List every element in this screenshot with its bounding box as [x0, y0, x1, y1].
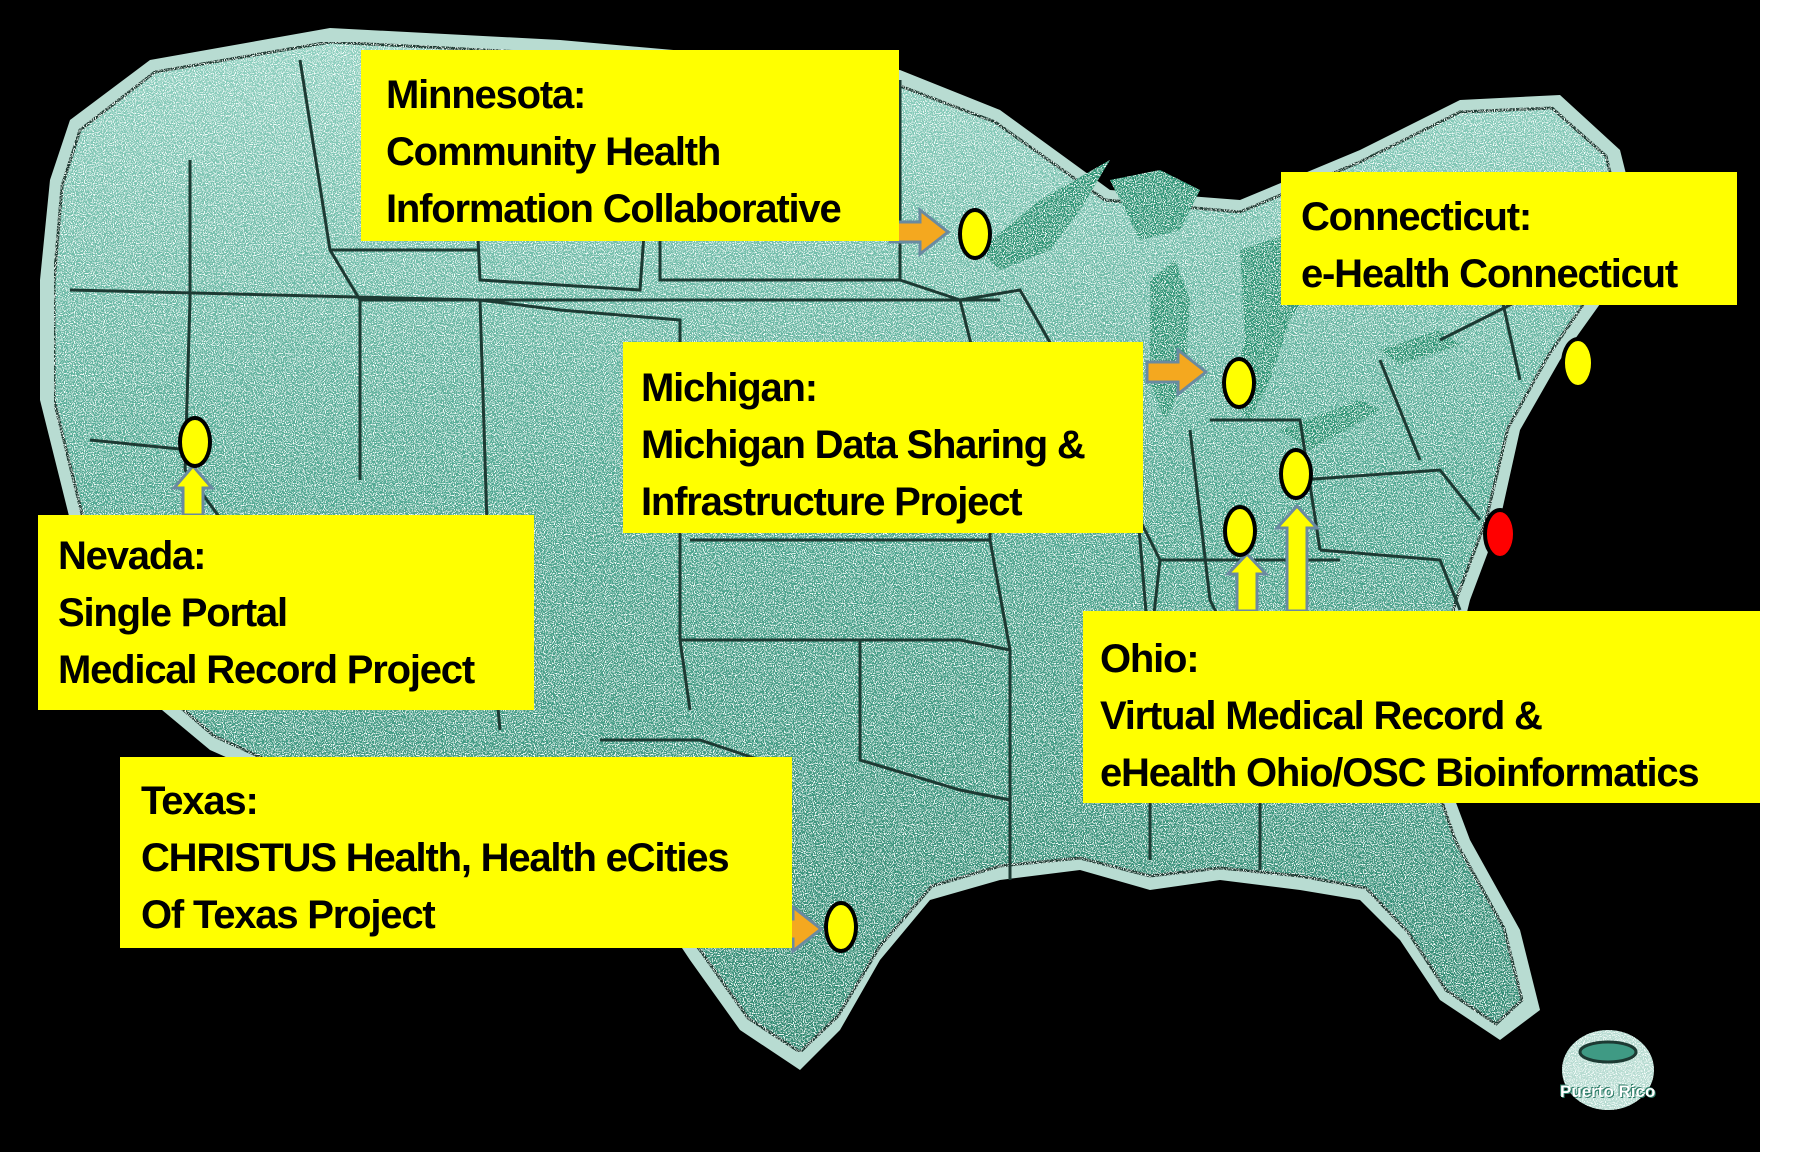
lake-superior-east: [1110, 170, 1200, 240]
callout-texas-line-1: CHRISTUS Health, Health eCities: [141, 836, 730, 880]
puerto-rico-label: Puerto Rico: [1560, 1082, 1656, 1101]
callout-nevada-line-1: Single Portal: [58, 591, 288, 635]
callout-nevada: Nevada: Single Portal Medical Record Pro…: [38, 515, 534, 710]
marker-ohio-south[interactable]: [1223, 505, 1257, 557]
callout-ohio-line-2: eHealth Ohio/OSC Bioinformatics: [1100, 751, 1700, 795]
puerto-rico-inset: [1562, 1030, 1654, 1110]
callout-connecticut-line-1: e-Health Connecticut: [1301, 252, 1678, 296]
callout-michigan-state: Michigan:: [641, 366, 818, 410]
callout-minnesota: Minnesota: Community Health Information …: [361, 50, 899, 241]
callout-connecticut: Connecticut: e-Health Connecticut: [1281, 172, 1737, 305]
arrow-michigan: [1145, 346, 1209, 398]
callout-nevada-line-2: Medical Record Project: [58, 648, 475, 692]
up-arrows: [170, 463, 1321, 613]
lake-superior: [980, 160, 1110, 270]
callout-minnesota-line-1: Community Health: [386, 130, 721, 174]
marker-texas[interactable]: [824, 901, 858, 953]
marker-minnesota[interactable]: [958, 208, 992, 260]
callout-texas-state: Texas:: [141, 779, 259, 823]
marker-michigan[interactable]: [1222, 357, 1256, 409]
arrow-minnesota: [888, 206, 951, 258]
callout-texas: Texas: CHRISTUS Health, Health eCities O…: [120, 757, 792, 948]
callout-ohio: Ohio: Virtual Medical Record & eHealth O…: [1083, 611, 1760, 803]
marker-connecticut[interactable]: [1561, 337, 1595, 389]
marker-washington-dc[interactable]: [1483, 508, 1517, 560]
callout-ohio-state: Ohio:: [1100, 637, 1200, 681]
callout-texas-line-2: Of Texas Project: [141, 893, 436, 937]
callout-nevada-state: Nevada:: [58, 534, 206, 578]
lake-erie: [1280, 400, 1380, 450]
callout-michigan-line-2: Infrastructure Project: [641, 480, 1023, 524]
marker-ohio-north[interactable]: [1279, 448, 1313, 500]
arrow-ohio-right: [1273, 503, 1321, 613]
callout-michigan-line-1: Michigan Data Sharing &: [641, 423, 1086, 467]
callout-minnesota-line-2: Information Collaborative: [386, 187, 842, 231]
us-map-panel: Puerto Rico Minnesota: Community Health …: [0, 0, 1760, 1152]
callout-michigan: Michigan: Michigan Data Sharing & Infras…: [623, 342, 1143, 533]
callout-connecticut-state: Connecticut:: [1301, 195, 1532, 239]
arrow-nevada: [170, 463, 216, 517]
callout-ohio-line-1: Virtual Medical Record &: [1100, 694, 1543, 738]
arrow-ohio-left: [1224, 551, 1270, 613]
marker-nevada[interactable]: [178, 416, 212, 468]
callout-minnesota-state: Minnesota:: [386, 73, 586, 117]
